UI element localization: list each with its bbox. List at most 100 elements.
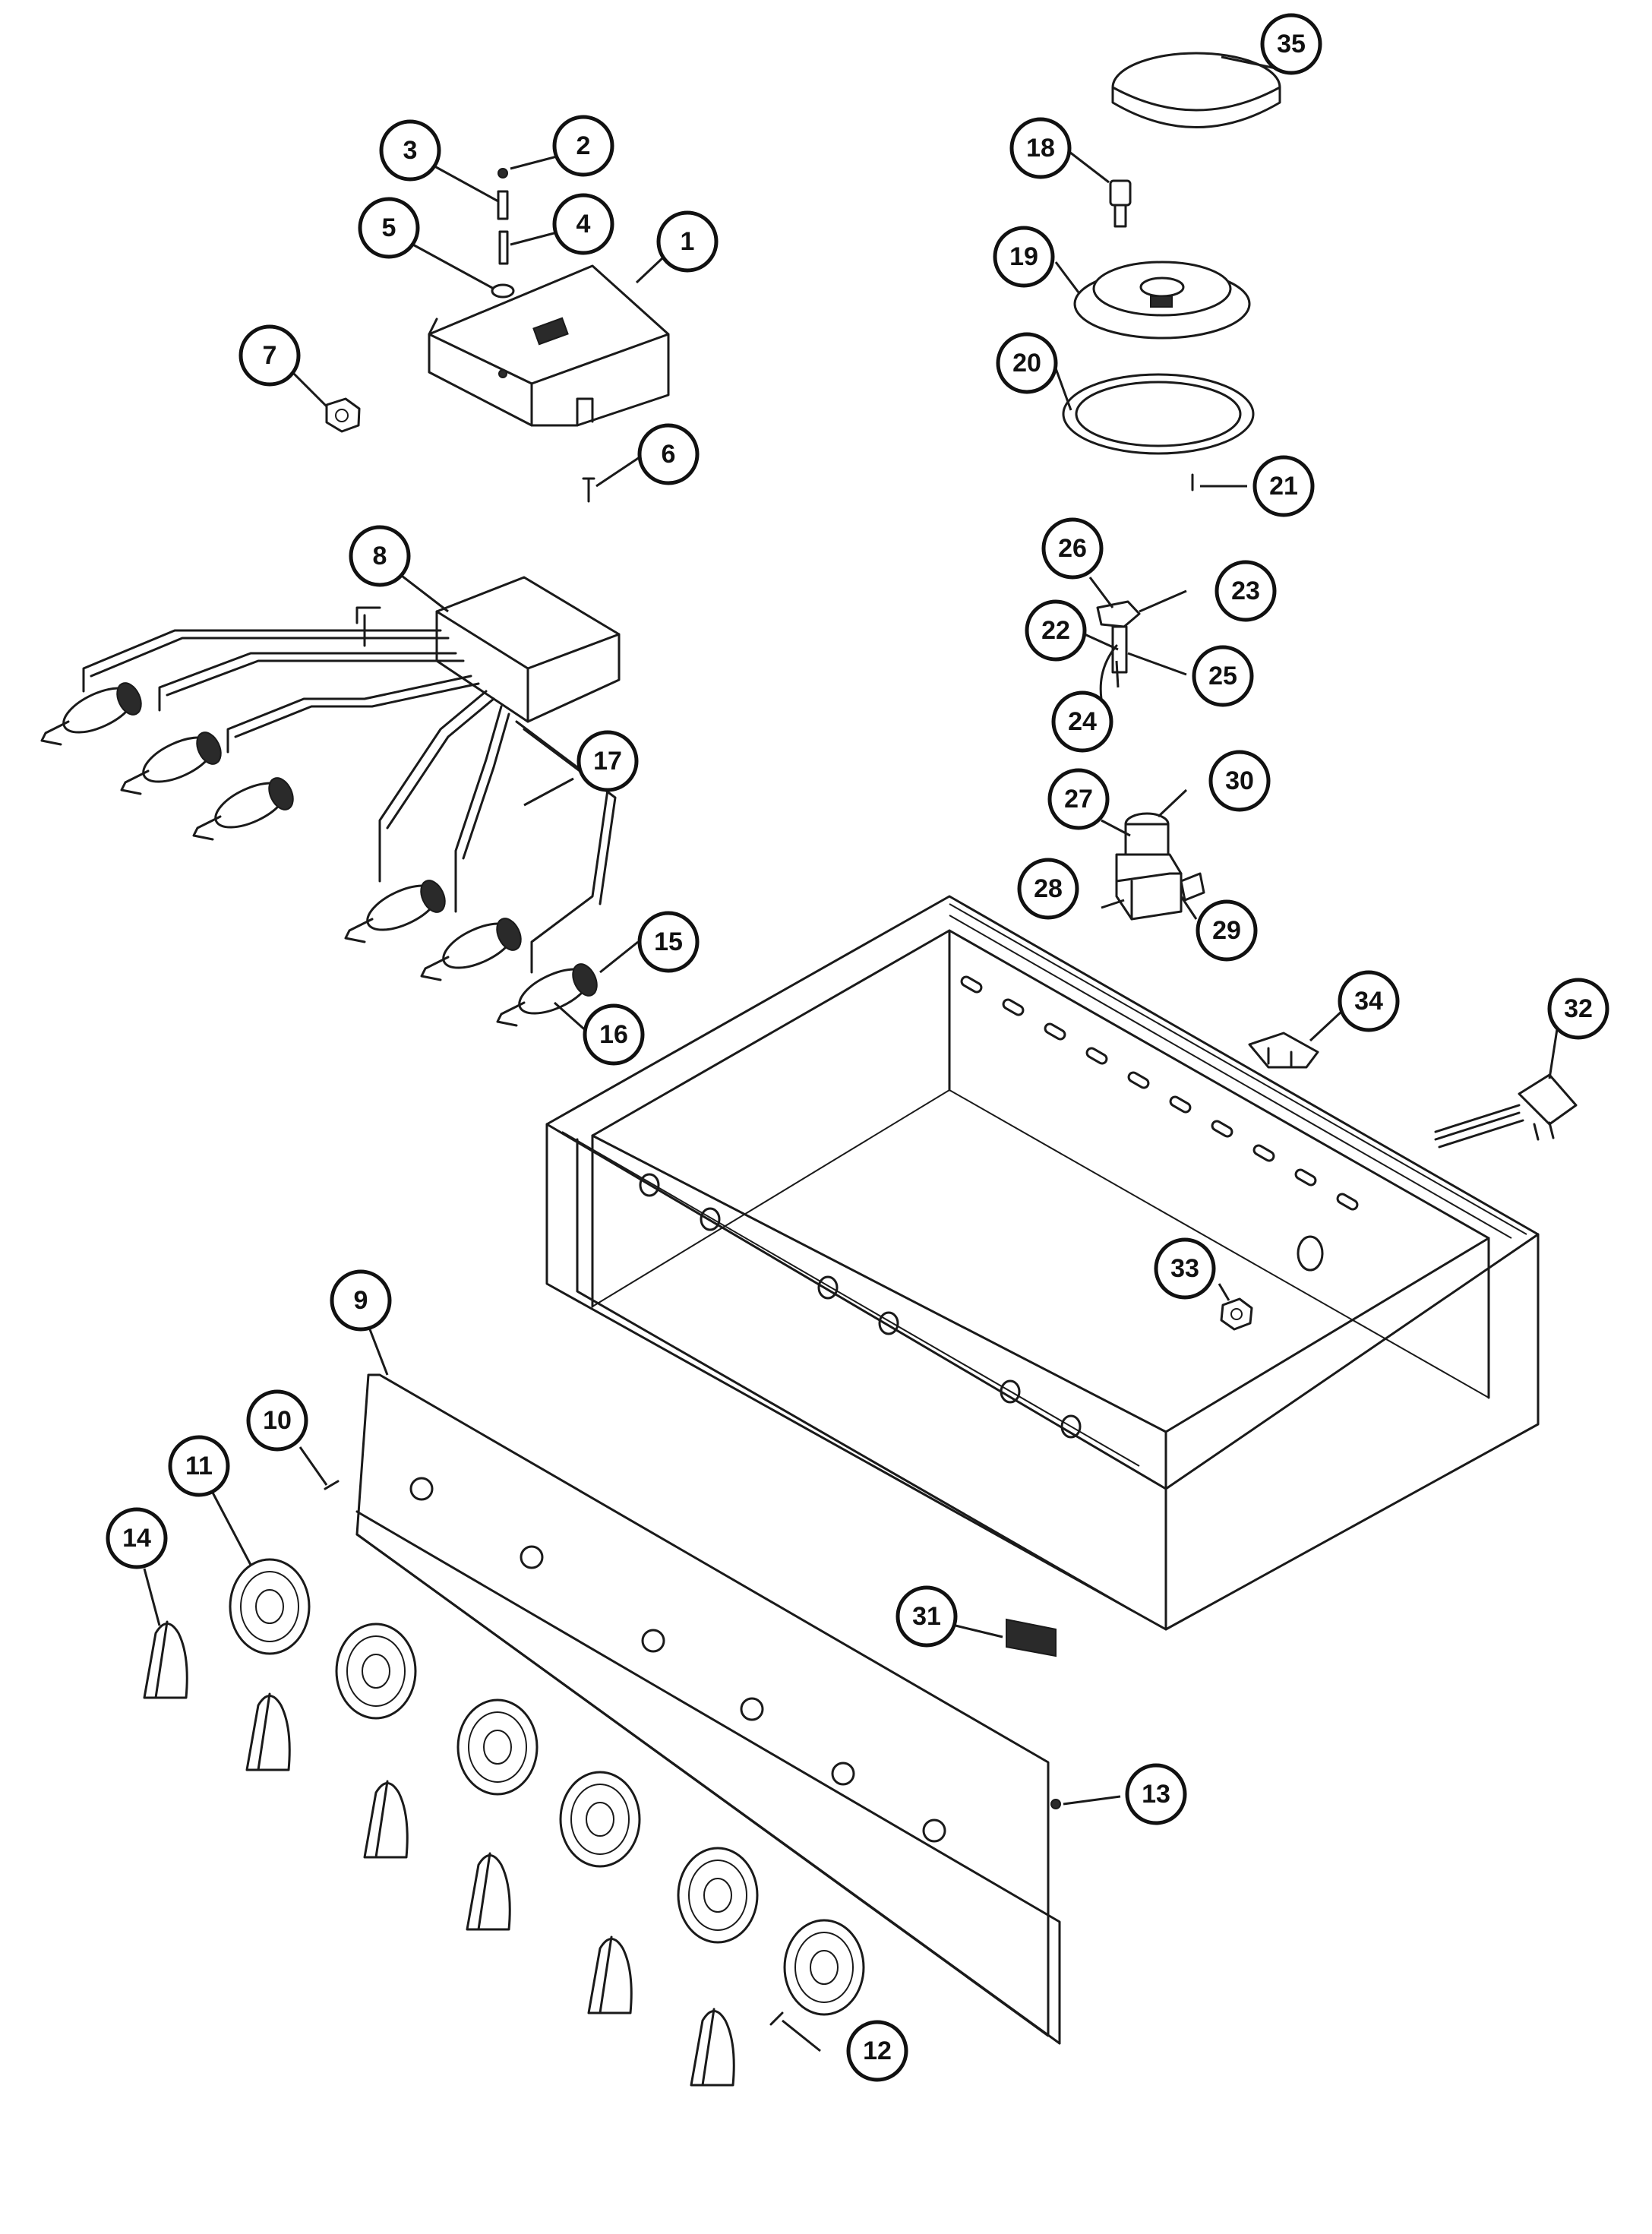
- burner-valve-6: [496, 963, 598, 1027]
- callout-3: 3: [379, 119, 441, 182]
- svg-text:24: 24: [1068, 707, 1097, 736]
- svg-text:26: 26: [1058, 534, 1087, 563]
- bezel-5: [677, 1847, 759, 1944]
- svg-text:11: 11: [185, 1452, 213, 1480]
- callout-22: 22: [1025, 599, 1087, 662]
- svg-text:32: 32: [1564, 994, 1593, 1023]
- svg-text:13: 13: [1142, 1780, 1170, 1809]
- screw-6: [582, 477, 595, 503]
- callout-18: 18: [1009, 117, 1072, 179]
- bezel-4: [559, 1771, 641, 1868]
- burner-cap: [1111, 52, 1281, 128]
- callout-26: 26: [1041, 517, 1104, 580]
- svg-text:22: 22: [1041, 616, 1070, 645]
- svg-text:6: 6: [662, 440, 676, 469]
- svg-text:4: 4: [576, 210, 591, 239]
- burner-valve-1: [40, 682, 142, 746]
- svg-text:12: 12: [863, 2037, 892, 2065]
- panel-holes: [409, 1477, 946, 1843]
- svg-text:18: 18: [1026, 134, 1055, 163]
- knob-2: [245, 1692, 291, 1771]
- pressure-regulator: [1115, 812, 1205, 921]
- knob-4: [466, 1852, 511, 1931]
- callout-17: 17: [576, 730, 639, 792]
- burner-valve-5: [420, 918, 522, 981]
- mounting-bracket: [1248, 1032, 1319, 1069]
- callout-27: 27: [1047, 768, 1110, 830]
- svg-text:29: 29: [1212, 916, 1241, 945]
- svg-text:16: 16: [599, 1020, 628, 1049]
- knob-3: [363, 1780, 409, 1859]
- callout-31: 31: [895, 1585, 958, 1648]
- knob-1: [143, 1620, 188, 1699]
- callout-7: 7: [238, 324, 301, 387]
- callout-29: 29: [1196, 899, 1258, 962]
- rating-label: [1006, 1618, 1057, 1657]
- callout-5: 5: [358, 197, 420, 259]
- callout-8: 8: [349, 525, 411, 587]
- svg-text:15: 15: [654, 927, 683, 956]
- callout-35: 35: [1260, 13, 1322, 75]
- bezel-6: [783, 1919, 865, 2016]
- callout-24: 24: [1051, 690, 1113, 753]
- callout-32: 32: [1547, 978, 1609, 1040]
- burner-valve-2: [120, 732, 222, 795]
- svg-text:17: 17: [593, 747, 622, 776]
- power-cord: [1434, 1073, 1578, 1149]
- knob-5: [587, 1935, 633, 2014]
- screw-10: [324, 1480, 340, 1490]
- svg-text:20: 20: [1012, 349, 1041, 378]
- burner-head: [1073, 261, 1251, 340]
- svg-text:34: 34: [1354, 987, 1383, 1016]
- burner-ring: [1062, 373, 1255, 455]
- callout-12: 12: [846, 2020, 908, 2082]
- callout-9: 9: [330, 1269, 392, 1332]
- ignition-module: [435, 576, 621, 723]
- callout-21: 21: [1252, 455, 1315, 517]
- callout-30: 30: [1208, 750, 1271, 812]
- callout-23: 23: [1215, 560, 1277, 622]
- callout-11: 11: [168, 1435, 230, 1497]
- svg-text:30: 30: [1225, 766, 1254, 795]
- svg-text:3: 3: [403, 136, 418, 165]
- callout-6: 6: [637, 423, 700, 485]
- callout-14: 14: [106, 1507, 168, 1569]
- back-wall-slots: [960, 975, 1359, 1272]
- bezel-1: [229, 1558, 311, 1655]
- knob-6: [690, 2008, 735, 2087]
- callout-2: 2: [552, 115, 614, 177]
- callout-13: 13: [1125, 1763, 1187, 1825]
- svg-text:31: 31: [912, 1602, 941, 1631]
- svg-text:2: 2: [576, 131, 591, 160]
- svg-text:25: 25: [1208, 662, 1237, 690]
- igniter-assembly: [1096, 600, 1141, 700]
- callout-15: 15: [637, 911, 700, 973]
- svg-text:7: 7: [263, 341, 277, 370]
- callout-16: 16: [583, 1003, 645, 1066]
- callout-4: 4: [552, 193, 614, 255]
- control-panel: [355, 1373, 1061, 2045]
- svg-text:8: 8: [373, 542, 387, 570]
- svg-text:28: 28: [1034, 874, 1063, 903]
- leader-lines: [143, 55, 1559, 2052]
- svg-text:14: 14: [122, 1524, 151, 1553]
- svg-text:27: 27: [1064, 785, 1093, 814]
- callout-bubbles: 1 2 3 4 5 6 7 8 9 10 11 12 13 14 15 16 1…: [106, 13, 1609, 2082]
- front-rail-holes: [639, 1173, 1082, 1439]
- top-cover-bracket: [428, 168, 670, 427]
- callout-28: 28: [1017, 858, 1079, 920]
- nut-33: [1220, 1297, 1253, 1331]
- bezel-3: [456, 1698, 539, 1796]
- svg-text:21: 21: [1269, 472, 1298, 501]
- burner-valve-3: [192, 777, 294, 841]
- nut: [325, 397, 361, 433]
- callout-25: 25: [1192, 645, 1254, 707]
- chassis-box: [545, 895, 1540, 1631]
- svg-text:35: 35: [1277, 30, 1306, 58]
- screw-12: [769, 2011, 784, 2026]
- svg-text:33: 33: [1170, 1254, 1199, 1283]
- callout-1: 1: [656, 210, 719, 273]
- svg-text:10: 10: [263, 1406, 292, 1435]
- callout-34: 34: [1338, 970, 1400, 1032]
